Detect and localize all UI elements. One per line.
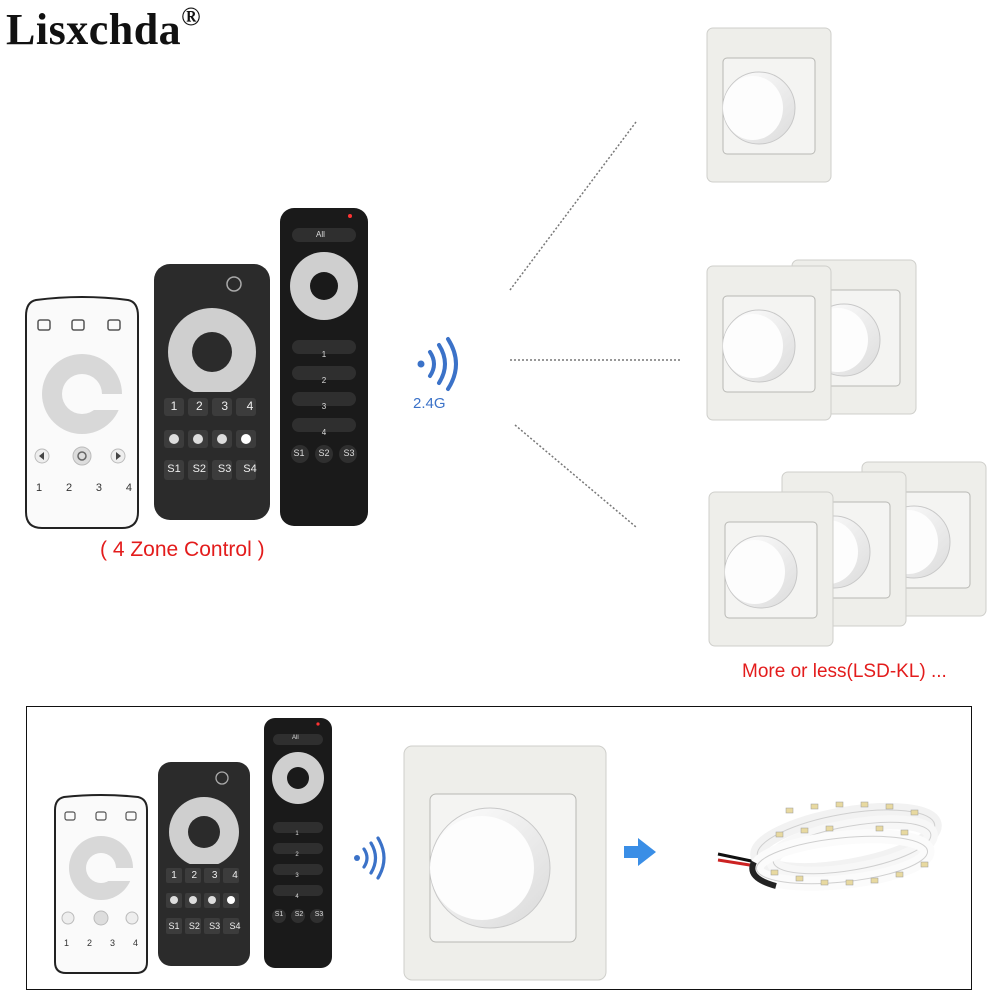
brightness-icon xyxy=(193,434,203,444)
dimmer-panel-single xyxy=(706,27,832,183)
number-label: 2 xyxy=(65,482,73,494)
usage-diagram-box xyxy=(26,706,972,990)
slim-remote xyxy=(280,208,368,526)
number-label: 2 xyxy=(195,399,203,413)
scene-label: S3 xyxy=(217,463,232,475)
brightness-icon xyxy=(169,434,179,444)
dimmer-panel-triple xyxy=(708,461,987,647)
dark-remote-small-numbers: 1 2 3 4 xyxy=(166,870,243,881)
zone-label: 2 xyxy=(321,376,327,385)
scene-label: S1 xyxy=(274,911,284,918)
power-icon xyxy=(72,446,92,466)
slim-remote-small-scenes: S1 S2 S3 xyxy=(272,911,326,918)
slim-remote-all: All xyxy=(316,230,325,239)
zone-label: 1 xyxy=(295,831,299,837)
dark-remote-numbers: 1 2 3 4 xyxy=(164,399,260,413)
number-label: 3 xyxy=(221,399,228,413)
number-label: 2 xyxy=(191,870,198,881)
zone-icon xyxy=(71,319,85,331)
zone-label: 1 xyxy=(321,350,327,359)
white-remote-small-numbers: 1 2 3 4 xyxy=(64,938,138,948)
wireless-signal-icon xyxy=(417,337,458,391)
dimmer-panel-pair xyxy=(706,259,917,421)
dark-remote-small-scenes: S1 S2 S3 S4 xyxy=(166,921,243,931)
number-label: 1 xyxy=(36,482,43,494)
white-remote xyxy=(25,296,139,529)
scene-label: S3 xyxy=(343,448,355,458)
number-label: 3 xyxy=(211,870,218,881)
number-label: 1 xyxy=(170,399,178,413)
scene-label: S2 xyxy=(318,448,330,458)
brand-logo: Lisxchda® xyxy=(6,4,201,54)
scene-label: S2 xyxy=(192,463,207,475)
more-or-less-label: More or less(LSD-KL) ... xyxy=(742,661,947,682)
number-label: 1 xyxy=(171,870,177,881)
registered-mark: ® xyxy=(181,2,202,31)
dark-remote xyxy=(154,264,270,520)
scene-label: S4 xyxy=(243,463,257,475)
number-label: 3 xyxy=(95,482,103,494)
zone-label: 4 xyxy=(321,428,327,437)
brand-name: Lisxchda xyxy=(6,5,182,54)
slim-remote-scenes: S1 S2 S3 xyxy=(290,448,358,458)
number-label: 4 xyxy=(132,938,138,948)
power-icon xyxy=(226,276,242,292)
scene-label: S1 xyxy=(293,448,305,458)
zone-icon xyxy=(37,319,51,331)
dimmer-panels xyxy=(706,27,987,647)
brightness-icon xyxy=(241,434,251,444)
slim-remote-small xyxy=(264,718,332,968)
number-label: 3 xyxy=(109,938,115,948)
zone-label: 3 xyxy=(321,402,327,411)
number-label: 2 xyxy=(86,938,92,948)
scene-label: S1 xyxy=(168,921,180,931)
zone-label: 4 xyxy=(295,894,299,900)
scene-label: S4 xyxy=(229,921,241,931)
led-strip xyxy=(717,801,942,891)
scene-label: S2 xyxy=(294,911,304,918)
dark-remote-small xyxy=(158,762,250,966)
number-label: 4 xyxy=(125,482,132,494)
arrow-right-icon xyxy=(624,838,656,866)
zone-icon xyxy=(107,319,121,331)
dimmer-panel-large xyxy=(403,745,607,981)
number-label: 1 xyxy=(64,938,70,948)
scene-label: S3 xyxy=(314,911,324,918)
number-label: 4 xyxy=(232,870,238,881)
white-remote-numbers: 1 2 3 4 xyxy=(36,482,132,494)
scene-label: S2 xyxy=(188,921,200,931)
number-label: 4 xyxy=(246,399,254,413)
white-remote-small xyxy=(54,794,148,974)
brightness-icon xyxy=(217,434,227,444)
slim-remote-small-all: All xyxy=(292,735,299,741)
zone-label: 2 xyxy=(295,852,299,858)
slim-remote-zones: 1 2 3 4 xyxy=(318,342,330,446)
scene-label: S3 xyxy=(209,921,221,931)
dark-remote-scenes: S1 S2 S3 S4 xyxy=(164,463,260,475)
scene-label: S1 xyxy=(167,463,181,475)
connector-lines xyxy=(509,121,680,528)
zone-label: 3 xyxy=(295,873,299,879)
zone-control-label: ( 4 Zone Control ) xyxy=(100,538,265,561)
signal-label: 2.4G xyxy=(413,395,446,412)
slim-remote-small-zones: 1 2 3 4 xyxy=(292,824,302,908)
wireless-signal-icon-small xyxy=(354,836,386,880)
